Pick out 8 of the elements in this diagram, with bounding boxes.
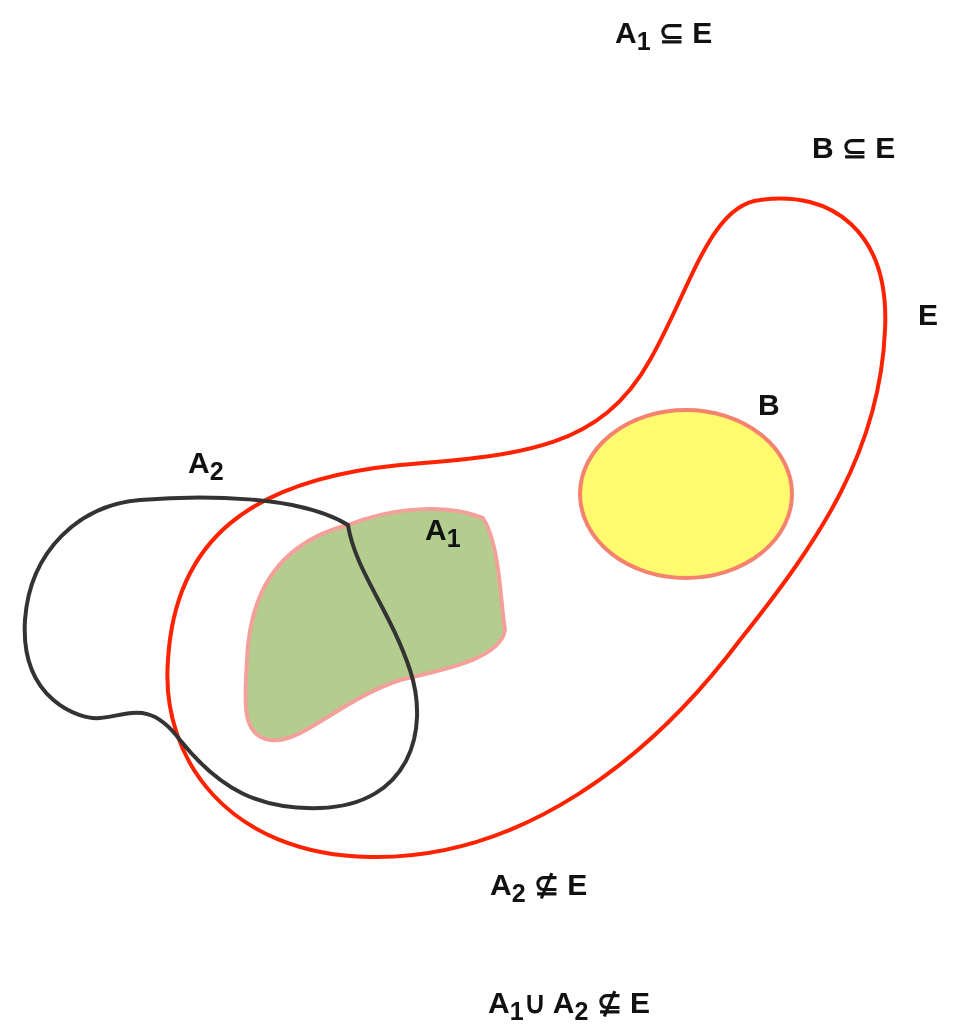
set-name: B [758,390,780,420]
set-name: E [918,300,938,330]
subset-statement: A$_{1}$ ⊆ E [615,18,713,54]
set-name: A$_{2}$ [188,448,224,484]
subset-statement: B ⊆ E [812,133,896,163]
set-name: A$_{1}$ [425,515,461,551]
subset-statement: A$_{1}$∪ A$_{2}$ ⊈ E [488,988,651,1024]
subset-statement: A$_{2}$ ⊈ E [490,870,588,906]
